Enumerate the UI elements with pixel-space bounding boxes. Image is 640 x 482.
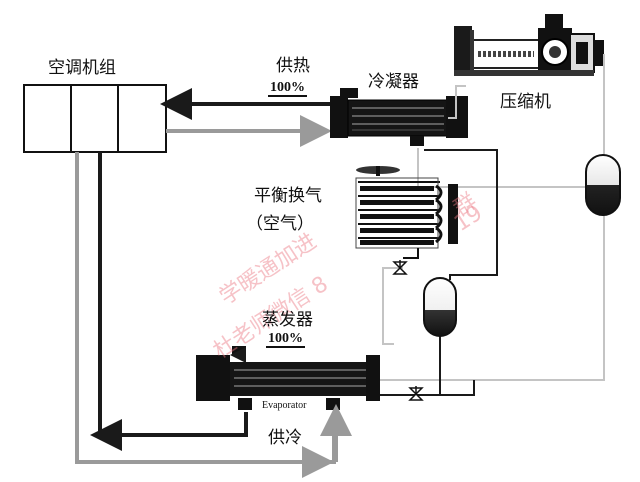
accumulator-tank <box>585 154 621 216</box>
refrigerant-lines <box>376 54 605 381</box>
evaporator <box>196 346 380 410</box>
ac-unit <box>23 84 167 153</box>
balance-ventilation-sublabel: （空气） <box>246 214 314 234</box>
heating-lines <box>160 88 332 147</box>
ventilation-coil <box>355 166 458 259</box>
evaporator-english-label: Evaporator <box>262 400 307 411</box>
balance-ventilation-label: 平衡换气 <box>254 186 322 206</box>
compressor-label: 压缩机 <box>500 92 551 112</box>
compressor <box>454 14 604 76</box>
evaporator-percent: 100% <box>266 331 305 348</box>
liquid-lines <box>380 149 498 396</box>
fan-icon <box>356 166 400 176</box>
heating-percent: 100% <box>268 80 307 97</box>
evaporator-label: 蒸发器 <box>262 310 313 330</box>
cooling-label: 供冷 <box>268 428 302 448</box>
expansion-valve-1 <box>392 260 408 275</box>
ac-unit-label: 空调机组 <box>48 58 116 78</box>
expansion-valve-2 <box>408 386 424 401</box>
condenser <box>330 88 468 146</box>
cooling-lines <box>75 152 352 478</box>
receiver-tank <box>423 277 457 337</box>
heating-label: 供热 <box>276 56 310 76</box>
condenser-label: 冷凝器 <box>368 72 419 92</box>
